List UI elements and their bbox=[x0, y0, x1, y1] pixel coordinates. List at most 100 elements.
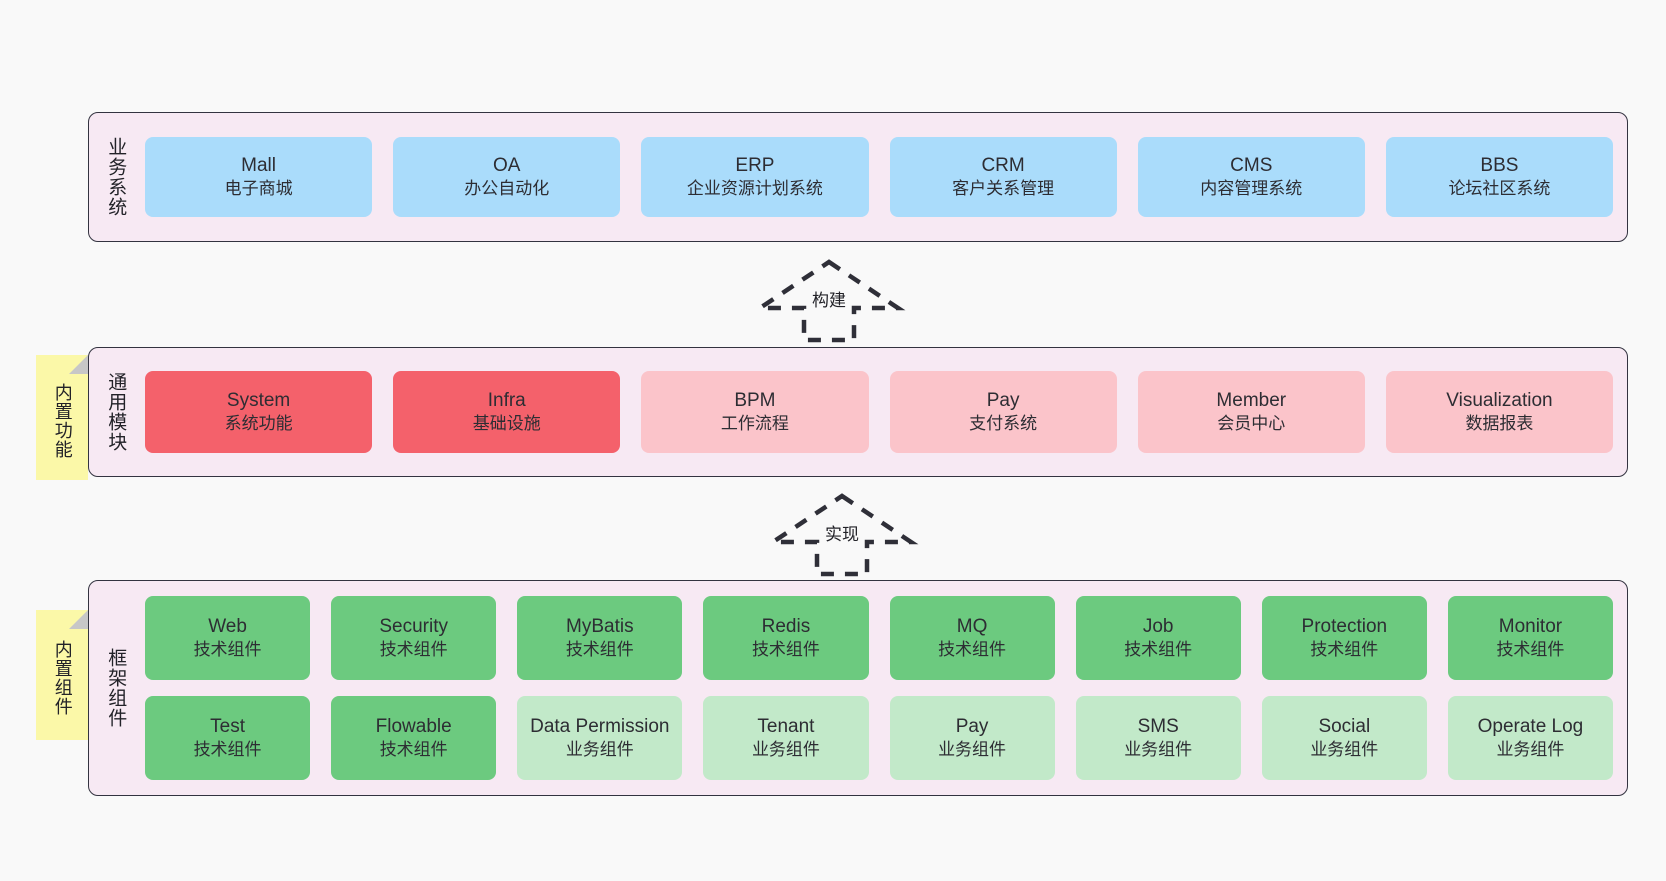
card-crm[interactable]: CRM 客户关系管理 bbox=[889, 137, 1117, 217]
card-subtitle: 支付系统 bbox=[969, 414, 1038, 434]
card-title: Mall bbox=[241, 155, 276, 177]
card-subtitle: 技术组件 bbox=[1124, 640, 1193, 660]
card-subtitle: 技术组件 bbox=[193, 640, 262, 660]
card-subtitle: 数据报表 bbox=[1465, 414, 1534, 434]
card-title: Tenant bbox=[757, 716, 815, 738]
card-subtitle: 客户关系管理 bbox=[952, 179, 1055, 199]
layer-body-common-module: System 系统功能 Infra 基础设施 BPM 工作流程 Pay 支付系统… bbox=[141, 348, 1627, 476]
card-subtitle: 业务组件 bbox=[565, 740, 634, 760]
card-visualization[interactable]: Visualization 数据报表 bbox=[1385, 371, 1614, 453]
card-title: Security bbox=[379, 616, 448, 638]
card-subtitle: 技术组件 bbox=[751, 640, 820, 660]
card-subtitle: 技术组件 bbox=[379, 640, 448, 660]
card-title: BBS bbox=[1480, 155, 1519, 177]
card-subtitle: 办公自动化 bbox=[464, 179, 550, 199]
card-security[interactable]: Security 技术组件 bbox=[331, 596, 497, 680]
card-subtitle: 工作流程 bbox=[720, 414, 789, 434]
card-bbs[interactable]: BBS 论坛社区系统 bbox=[1385, 137, 1614, 217]
card-tenant[interactable]: Tenant 业务组件 bbox=[703, 696, 869, 780]
card-title: Monitor bbox=[1498, 616, 1563, 638]
card-subtitle: 技术组件 bbox=[1310, 640, 1379, 660]
card-erp[interactable]: ERP 企业资源计划系统 bbox=[641, 137, 869, 217]
card-title: Data Permission bbox=[530, 716, 670, 738]
card-title: Protection bbox=[1301, 616, 1388, 638]
card-title: SMS bbox=[1137, 716, 1179, 738]
card-subtitle: 技术组件 bbox=[379, 740, 448, 760]
card-flowable[interactable]: Flowable 技术组件 bbox=[331, 696, 497, 780]
card-title: Redis bbox=[761, 616, 811, 638]
card-title: Pay bbox=[955, 716, 989, 738]
connector-implement-label: 实现 bbox=[825, 525, 859, 544]
card-subtitle: 业务组件 bbox=[1124, 740, 1193, 760]
card-mq[interactable]: MQ 技术组件 bbox=[889, 596, 1055, 680]
card-subtitle: 会员中心 bbox=[1217, 414, 1286, 434]
card-title: Social bbox=[1318, 716, 1371, 738]
card-system[interactable]: System 系统功能 bbox=[145, 371, 373, 453]
card-title: Member bbox=[1216, 390, 1287, 412]
card-pay[interactable]: Pay 支付系统 bbox=[889, 371, 1117, 453]
card-title: Visualization bbox=[1446, 390, 1553, 412]
card-subtitle: 技术组件 bbox=[565, 640, 634, 660]
layer-body-framework-component: Web 技术组件 Security 技术组件 MyBatis 技术组件 Redi… bbox=[141, 581, 1627, 795]
note-label: 内置功能 bbox=[52, 382, 73, 459]
card-subtitle: 电子商城 bbox=[224, 179, 293, 199]
card-row: System 系统功能 Infra 基础设施 BPM 工作流程 Pay 支付系统… bbox=[145, 371, 1614, 453]
card-row: Test 技术组件 Flowable 技术组件 Data Permission … bbox=[145, 696, 1613, 780]
card-infra[interactable]: Infra 基础设施 bbox=[393, 371, 621, 453]
card-oa[interactable]: OA 办公自动化 bbox=[393, 137, 621, 217]
card-subtitle: 系统功能 bbox=[224, 414, 293, 434]
note-label: 内置组件 bbox=[52, 640, 73, 716]
card-sms[interactable]: SMS 业务组件 bbox=[1075, 696, 1241, 780]
card-title: Infra bbox=[487, 390, 526, 412]
layer-title-common-module: 通用模块 bbox=[105, 372, 127, 452]
card-title: ERP bbox=[735, 155, 775, 177]
note-builtin-feature: 内置功能 bbox=[36, 355, 88, 480]
card-subtitle: 论坛社区系统 bbox=[1448, 179, 1551, 199]
card-test[interactable]: Test 技术组件 bbox=[145, 696, 311, 780]
card-web[interactable]: Web 技术组件 bbox=[145, 596, 311, 680]
card-subtitle: 内容管理系统 bbox=[1200, 179, 1303, 199]
card-title: MyBatis bbox=[566, 616, 634, 638]
card-member[interactable]: Member 会员中心 bbox=[1137, 371, 1365, 453]
card-subtitle: 业务组件 bbox=[1310, 740, 1379, 760]
card-title: Pay bbox=[986, 390, 1020, 412]
card-subtitle: 企业资源计划系统 bbox=[686, 179, 823, 199]
card-title: Test bbox=[210, 716, 245, 738]
card-social[interactable]: Social 业务组件 bbox=[1261, 696, 1427, 780]
card-monitor[interactable]: Monitor 技术组件 bbox=[1447, 596, 1613, 680]
card-data-permission[interactable]: Data Permission 业务组件 bbox=[517, 696, 683, 780]
card-title: MQ bbox=[956, 616, 988, 638]
card-protection[interactable]: Protection 技术组件 bbox=[1261, 596, 1427, 680]
connector-build: 构建 bbox=[752, 258, 906, 344]
card-job[interactable]: Job 技术组件 bbox=[1075, 596, 1241, 680]
card-mybatis[interactable]: MyBatis 技术组件 bbox=[517, 596, 683, 680]
card-title: Web bbox=[208, 616, 247, 638]
layer-framework-component[interactable]: 框架组件 Web 技术组件 Security 技术组件 MyBatis 技术组件… bbox=[88, 580, 1628, 796]
card-operate-log[interactable]: Operate Log 业务组件 bbox=[1447, 696, 1613, 780]
layer-title-business-system: 业务系统 bbox=[105, 137, 127, 217]
card-title: Flowable bbox=[375, 716, 452, 738]
card-bpm[interactable]: BPM 工作流程 bbox=[641, 371, 869, 453]
connector-build-label: 构建 bbox=[812, 291, 846, 310]
card-pay-component[interactable]: Pay 业务组件 bbox=[889, 696, 1055, 780]
card-subtitle: 业务组件 bbox=[751, 740, 820, 760]
card-title: CMS bbox=[1230, 155, 1273, 177]
layer-common-module[interactable]: 通用模块 System 系统功能 Infra 基础设施 BPM 工作流程 Pay… bbox=[88, 347, 1628, 477]
card-subtitle: 业务组件 bbox=[1496, 740, 1565, 760]
card-mall[interactable]: Mall 电子商城 bbox=[145, 137, 373, 217]
layer-title-framework-component: 框架组件 bbox=[105, 648, 127, 728]
card-title: System bbox=[226, 390, 291, 412]
card-cms[interactable]: CMS 内容管理系统 bbox=[1137, 137, 1365, 217]
card-title: CRM bbox=[981, 155, 1025, 177]
connector-implement: 实现 bbox=[765, 492, 919, 578]
card-redis[interactable]: Redis 技术组件 bbox=[703, 596, 869, 680]
card-row: Mall 电子商城 OA 办公自动化 ERP 企业资源计划系统 CRM 客户关系… bbox=[145, 137, 1614, 217]
layer-business-system[interactable]: 业务系统 Mall 电子商城 OA 办公自动化 ERP 企业资源计划系统 CRM… bbox=[88, 112, 1628, 242]
card-title: Job bbox=[1142, 616, 1174, 638]
card-row: Web 技术组件 Security 技术组件 MyBatis 技术组件 Redi… bbox=[145, 596, 1613, 680]
card-subtitle: 技术组件 bbox=[938, 640, 1007, 660]
card-subtitle: 基础设施 bbox=[472, 414, 541, 434]
card-title: BPM bbox=[734, 390, 776, 412]
layer-body-business-system: Mall 电子商城 OA 办公自动化 ERP 企业资源计划系统 CRM 客户关系… bbox=[141, 113, 1627, 241]
